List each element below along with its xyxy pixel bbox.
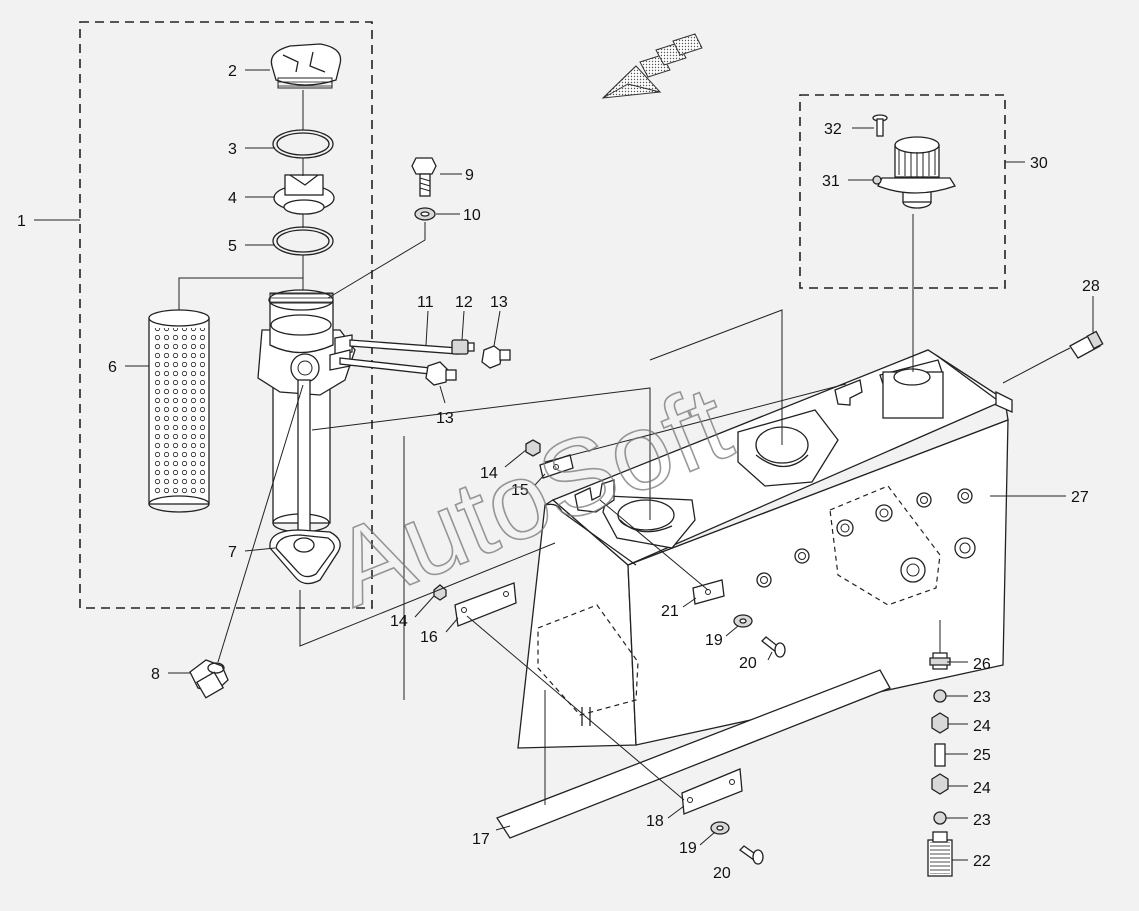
callout-13-lower: 13 [436, 410, 454, 427]
drain-ring-23-upper [933, 689, 947, 703]
bolt-20-upper [761, 636, 786, 658]
leader-lines [34, 69, 1094, 861]
callout-20-upper: 20 [739, 655, 757, 672]
callout-5: 5 [228, 238, 237, 255]
callout-24-upper: 24 [973, 718, 991, 735]
callout-6: 6 [108, 359, 117, 376]
drain-coupling-22 [927, 831, 953, 877]
pipe-union-lower [425, 361, 457, 386]
callout-28: 28 [1082, 278, 1100, 295]
breather-cap [877, 136, 956, 209]
callout-21: 21 [661, 603, 679, 620]
filter-assembly-group-box [79, 21, 373, 609]
filter-element [148, 309, 210, 513]
callout-18: 18 [646, 813, 664, 830]
callout-7: 7 [228, 544, 237, 561]
callout-8: 8 [151, 666, 160, 683]
callout-19-upper: 19 [705, 632, 723, 649]
callout-11: 11 [417, 294, 434, 311]
callout-4: 4 [228, 190, 237, 207]
bolt-20-lower [738, 845, 764, 865]
callout-27: 27 [1071, 489, 1089, 506]
callout-30: 30 [1030, 155, 1048, 172]
bolt [411, 157, 437, 197]
callout-19-lower: 19 [679, 840, 697, 857]
callout-23-upper: 23 [973, 689, 991, 706]
clamp-plate-18 [681, 768, 743, 815]
callout-20-lower: 20 [713, 865, 731, 882]
callout-13-upper: 13 [490, 294, 508, 311]
callout-10: 10 [463, 207, 481, 224]
callout-22: 22 [973, 853, 991, 870]
callout-1: 1 [17, 213, 26, 230]
callout-24-lower: 24 [973, 780, 991, 797]
callout-17: 17 [472, 831, 490, 848]
drain-nut-24-lower [931, 773, 949, 795]
callout-14-lower: 14 [390, 613, 408, 630]
o-ring-lower [272, 226, 334, 256]
breather-screw-32 [872, 114, 888, 137]
callout-25: 25 [973, 747, 991, 764]
nut-upper [525, 439, 541, 457]
drain-pipe-25 [934, 743, 946, 767]
clamp-plate-16 [454, 582, 517, 627]
hose-fitting [189, 659, 229, 699]
level-sensor [1057, 330, 1104, 359]
callout-labels: 1 2 3 4 5 6 7 8 9 10 11 12 13 13 14 15 1… [17, 63, 1100, 882]
hydraulic-tank [517, 349, 1013, 749]
breather-group-box [799, 94, 1006, 289]
callout-31: 31 [822, 173, 840, 190]
filter-cap [270, 43, 342, 89]
callout-26: 26 [973, 656, 991, 673]
drain-fitting-26 [929, 652, 951, 670]
callout-3: 3 [228, 141, 237, 158]
callout-32: 32 [824, 121, 842, 138]
callout-2: 2 [228, 63, 237, 80]
direction-arrow-icon [601, 33, 703, 99]
callout-12: 12 [455, 294, 473, 311]
filter-baffle [273, 174, 335, 215]
suction-tube [297, 379, 311, 539]
drain-nut-24-upper [931, 712, 949, 734]
o-ring-upper [272, 129, 334, 159]
callout-14-upper: 14 [480, 465, 498, 482]
callout-23-lower: 23 [973, 812, 991, 829]
pipe-nut [451, 339, 475, 355]
drain-ring-23-lower [933, 811, 947, 825]
callout-16: 16 [420, 629, 438, 646]
mounting-gasket [269, 529, 341, 585]
strap-plate [496, 669, 891, 839]
pipe-union-upper [481, 345, 511, 369]
breather-washer-31 [872, 175, 882, 185]
callout-15: 15 [511, 482, 529, 499]
tank-fittings [756, 488, 976, 588]
callout-9: 9 [465, 167, 474, 184]
